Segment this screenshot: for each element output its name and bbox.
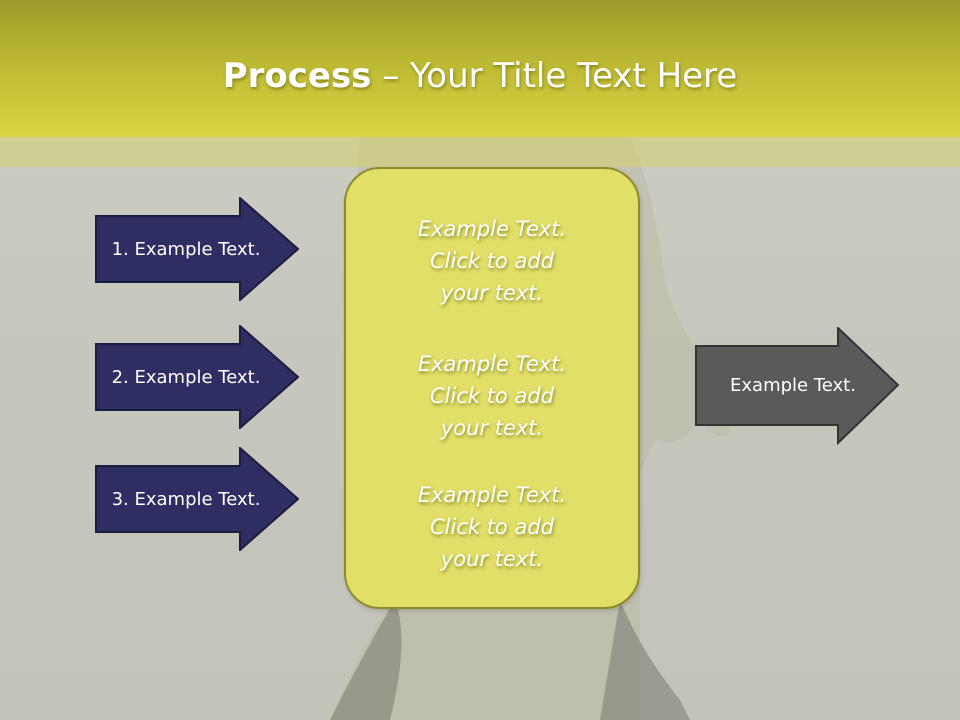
center-text-block-1: Example Text. Click to add your text. [346, 213, 638, 309]
center-text-box[interactable]: Example Text. Click to add your text. Ex… [344, 167, 640, 609]
slide-title[interactable]: Process – Your Title Text Here [0, 52, 960, 100]
center-line: Example Text. [346, 348, 638, 380]
center-text-block-3: Example Text. Click to add your text. [346, 479, 638, 575]
center-line: Click to add [346, 511, 638, 543]
center-line: Example Text. [346, 479, 638, 511]
center-line: Click to add [346, 245, 638, 277]
left-arrow-label: 3. Example Text. [95, 447, 277, 551]
left-arrow-2[interactable]: 2. Example Text. [95, 325, 299, 429]
center-line: Example Text. [346, 213, 638, 245]
center-line: your text. [346, 412, 638, 444]
left-arrow-3[interactable]: 3. Example Text. [95, 447, 299, 551]
center-line: Click to add [346, 380, 638, 412]
center-text-block-2: Example Text. Click to add your text. [346, 348, 638, 444]
left-arrow-label: 2. Example Text. [95, 325, 277, 429]
right-arrow-label: Example Text. [695, 327, 891, 443]
center-line: your text. [346, 277, 638, 309]
title-rest-part: – Your Title Text Here [371, 56, 737, 96]
header-band [0, 137, 960, 167]
right-arrow[interactable]: Example Text. [695, 327, 899, 445]
left-arrow-label: 1. Example Text. [95, 197, 277, 301]
center-line: your text. [346, 543, 638, 575]
left-arrow-1[interactable]: 1. Example Text. [95, 197, 299, 301]
title-bold-part: Process [223, 56, 372, 96]
